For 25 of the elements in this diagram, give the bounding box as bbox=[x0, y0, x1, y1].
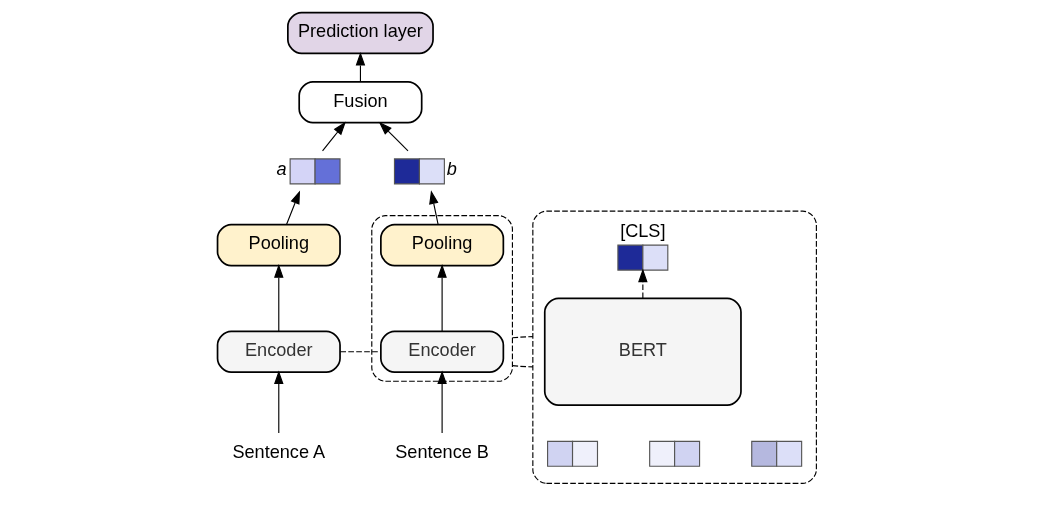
node-box: Pooling bbox=[380, 223, 505, 267]
arrow bbox=[274, 370, 284, 434]
node-label: [CLS] bbox=[620, 220, 666, 241]
cluster bbox=[371, 215, 513, 382]
node-box: Fusion bbox=[298, 80, 423, 124]
node-box: Encoder bbox=[380, 330, 505, 373]
node-label: b bbox=[446, 158, 457, 179]
arrow bbox=[274, 264, 284, 332]
node-box: BERT bbox=[543, 297, 742, 406]
arrow bbox=[429, 190, 439, 226]
node-text: Sentence A bbox=[232, 442, 326, 463]
node-label: a bbox=[276, 158, 287, 179]
arrow bbox=[437, 370, 447, 434]
node-box: Encoder bbox=[216, 330, 341, 373]
arrow bbox=[437, 264, 447, 332]
connector bbox=[511, 336, 534, 339]
arrow bbox=[322, 121, 346, 152]
cluster bbox=[532, 210, 817, 484]
arrow bbox=[285, 190, 301, 226]
node-box: Prediction layer bbox=[287, 11, 434, 55]
node-box: Pooling bbox=[216, 223, 341, 267]
connector bbox=[511, 365, 534, 368]
arrow bbox=[638, 268, 648, 299]
arrow bbox=[378, 121, 409, 152]
node-text: Sentence B bbox=[395, 442, 489, 463]
